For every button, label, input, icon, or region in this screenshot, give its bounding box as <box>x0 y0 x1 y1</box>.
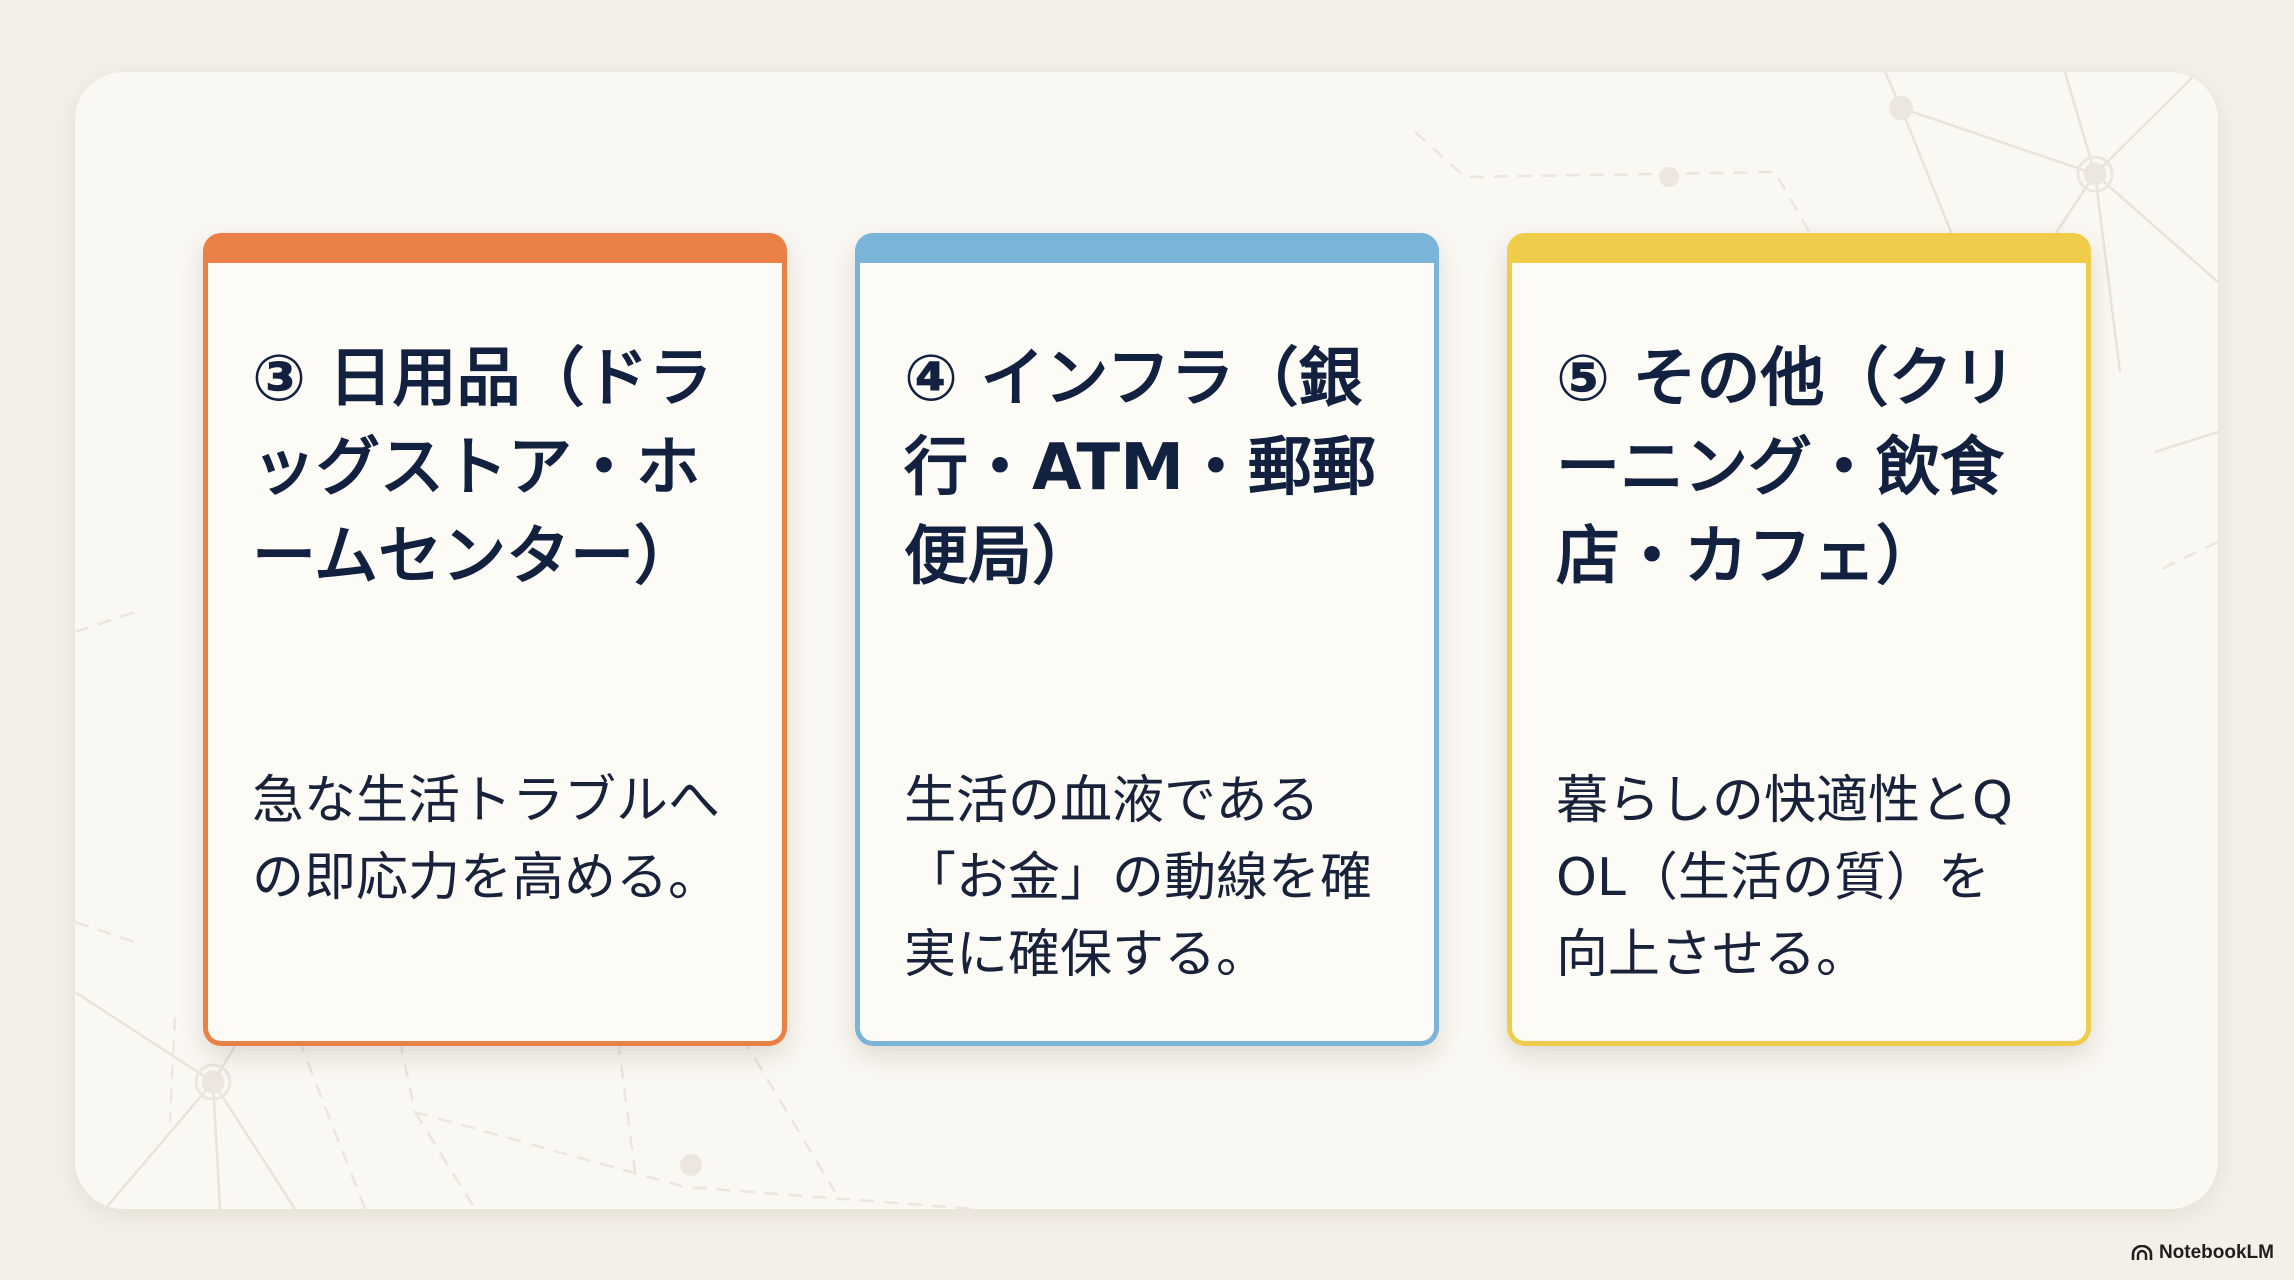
notebooklm-logo-icon <box>2131 1245 2153 1260</box>
watermark-label: NotebookLM <box>2158 1242 2274 1263</box>
card-body: 急な生活トラブルへの即応力を高める。 <box>252 771 721 908</box>
card-title: ③ 日用品（ドラッグストア・ホームセンター） <box>252 342 713 594</box>
card-title: ④ インフラ（銀行・ATM・郵郵便局） <box>904 342 1376 594</box>
notebooklm-watermark: NotebookLM <box>2131 1242 2274 1264</box>
card-body: 生活の血液である「お金」の動線を確実に確保する。 <box>904 771 1373 985</box>
card-body: 暮らしの快適性とQOL（生活の質）を向上させる。 <box>1556 771 2013 985</box>
card-title: ⑤ その他（クリーニング・飲食店・カフェ） <box>1556 342 2017 594</box>
card-infrastructure: ④ インフラ（銀行・ATM・郵郵便局） 生活の血液である「お金」の動線を確実に確… <box>855 233 1439 1046</box>
network-background-decoration <box>75 72 2218 1209</box>
card-other: ⑤ その他（クリーニング・飲食店・カフェ） 暮らしの快適性とQOL（生活の質）を… <box>1507 233 2091 1046</box>
card-daily-goods: ③ 日用品（ドラッグストア・ホームセンター） 急な生活トラブルへの即応力を高める… <box>203 233 787 1046</box>
